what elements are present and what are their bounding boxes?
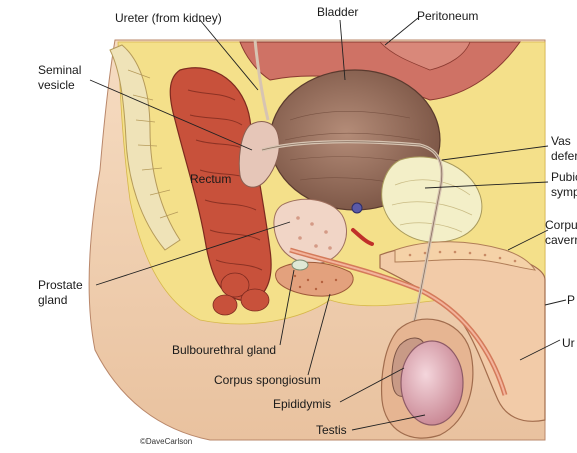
label-peritoneum: Peritoneum [417,9,478,23]
label-urethra: Ur [562,336,575,350]
label-prostate-line2: gland [38,293,67,307]
label-vas-deferens-line1: Vas [551,134,571,148]
label-testis: Testis [316,423,347,437]
label-corpus-cavernosum-line1: Corpu [545,218,577,232]
label-epididymis: Epididymis [273,397,331,411]
vessel-blue [352,203,362,213]
label-pubic-symphysis-line1: Pubic [551,170,577,184]
label-pubic-symphysis-line2: symp [551,185,577,199]
label-bulbourethral: Bulbourethral gland [172,343,276,357]
bulbourethral-gland-organ [292,260,308,270]
label-seminal-vesicle-line2: vesicle [38,78,75,92]
label-penis: P [567,293,575,307]
label-seminal-vesicle-line1: Seminal [38,63,81,77]
label-corpus-cavernosum-line2: caverr [545,233,577,247]
label-prostate-line1: Prostate [38,278,83,292]
label-vas-deferens-line2: defer [551,149,577,163]
credit-text: ©DaveCarlson [140,437,192,446]
label-bladder: Bladder [317,5,358,19]
testis-organ [401,341,463,425]
label-rectum: Rectum [190,172,231,186]
label-corpus-spongiosum: Corpus spongiosum [214,373,321,387]
label-ureter: Ureter (from kidney) [115,11,222,25]
